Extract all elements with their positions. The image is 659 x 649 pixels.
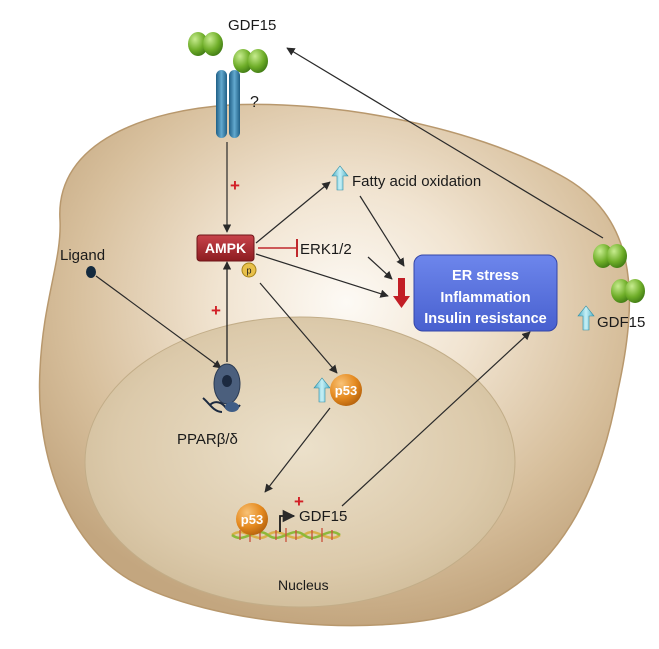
arrow-gene-to-gdf15 [341, 331, 531, 507]
fatty-acid-oxidation-label: Fatty acid oxidation [352, 173, 481, 190]
arrow-p53-to-nucleus [264, 407, 331, 493]
arrow-ligand-to-ppar [95, 275, 222, 369]
ligand-label: Ligand [60, 247, 105, 264]
receptor-question-label: ? [250, 94, 259, 111]
nucleus-label: Nucleus [278, 577, 329, 593]
arrow-gdf15-secretion [286, 47, 604, 239]
inflammation-line: Inflammation [440, 290, 530, 306]
plus-sign-ppar: + [211, 301, 221, 320]
er-stress-line: ER stress [452, 268, 519, 284]
gdf15-right-label: GDF15 [597, 314, 645, 331]
up-arrow-icon [577, 305, 595, 331]
gdf15-dimer-icon [593, 244, 627, 268]
ppar-receptor-icon [202, 363, 241, 413]
dna-strand [231, 528, 341, 542]
p53-nucleus-label: p53 [241, 512, 263, 527]
insulin-resistance-line: Insulin resistance [424, 311, 547, 327]
ampk-node: AMPK [196, 234, 255, 262]
arrow-ampk-to-er [255, 253, 389, 298]
up-arrow-icon [331, 165, 349, 191]
p53-protein: p53 [330, 374, 362, 406]
gdf15-gene-label: GDF15 [299, 508, 347, 525]
p53-protein: p53 [236, 503, 268, 535]
arrow-ampk-to-fao [255, 181, 331, 244]
plus-sign-gene: + [294, 492, 304, 511]
gdf15-dimer-icon [188, 32, 223, 56]
gdf15-dimer-icon [233, 49, 268, 73]
up-arrow-icon [313, 377, 331, 403]
gdf15-dimer-icon [611, 279, 645, 303]
arrow-fao-to-er [359, 195, 405, 267]
arrow-erk-to-er [367, 256, 393, 280]
er-stress-box: ER stress Inflammation Insulin resistanc… [413, 254, 558, 332]
ampk-label: AMPK [205, 240, 246, 256]
phospho-badge: p [241, 262, 257, 278]
phospho-label: p [246, 266, 251, 276]
gdf15-top-label: GDF15 [228, 17, 276, 34]
erk-label: ERK1/2 [300, 241, 352, 258]
arrow-ampk-to-p53 [259, 282, 338, 374]
inhibition-ampk-erk [258, 239, 298, 257]
ligand-icon [86, 266, 96, 278]
plus-sign-receptor: + [230, 176, 240, 195]
ppar-label: PPARβ/δ [177, 431, 238, 448]
promoter-arrow-icon [279, 509, 296, 532]
nucleus [84, 316, 516, 608]
receptor-icon [216, 70, 240, 138]
p53-label: p53 [335, 383, 357, 398]
down-arrow-icon [393, 278, 410, 308]
